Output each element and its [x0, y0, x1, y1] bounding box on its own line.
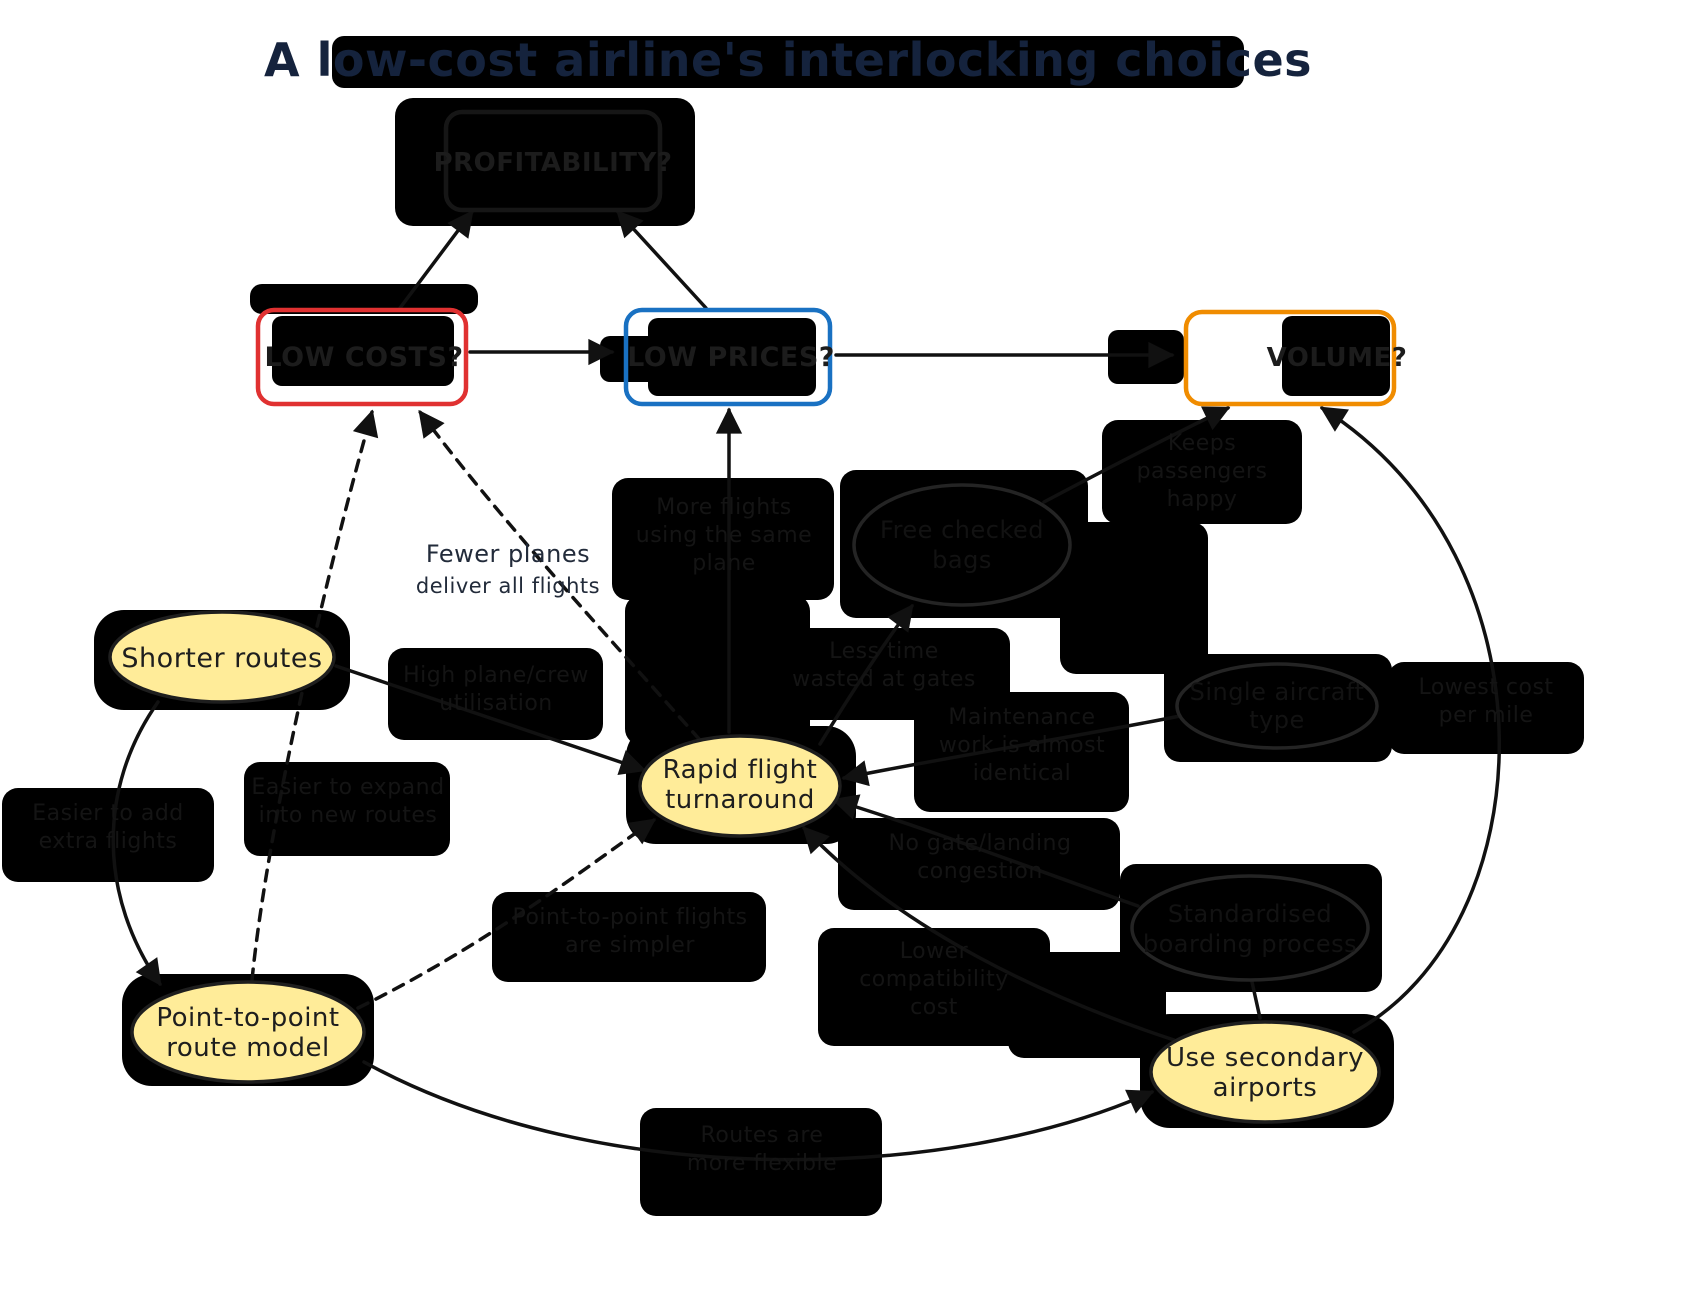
edge-turnaround-bags	[818, 603, 914, 746]
expand-label-1: Easier to expand	[251, 775, 444, 800]
edge-p2p-secondary	[362, 1060, 1155, 1162]
more-flights-label-3: plane	[692, 551, 756, 576]
expand-label-2: into new routes	[259, 803, 438, 828]
secondary-airports-label-1: Use secondary	[1166, 1043, 1364, 1073]
point-to-point-label-1: Point-to-point	[156, 1003, 339, 1033]
rapid-turnaround-label-2: turnaround	[665, 785, 815, 815]
profitability-label: PROFITABILITY?	[434, 148, 673, 178]
flexible-label-2: more flexible	[687, 1151, 837, 1176]
edge-p2p-lowcosts	[250, 409, 379, 982]
low-prices-box	[623, 307, 833, 407]
add-flights-blob	[2, 788, 214, 882]
simpler-label-1: Point-to-point flights	[512, 905, 747, 930]
volume-box	[1183, 309, 1397, 407]
standardised-boarding-label-1: Standardised	[1168, 900, 1332, 928]
arrowhead-blob-1	[600, 336, 660, 382]
low-prices-label: LOW PRICES?	[627, 342, 835, 373]
edge-lowprices-profitability	[616, 210, 708, 310]
add-flights-label-2: extra flights	[39, 829, 178, 854]
flexible-label-1: Routes are	[701, 1123, 824, 1148]
add-flights-label-1: Easier to add	[32, 801, 184, 826]
single-aircraft-label-1: Single aircraft	[1190, 678, 1365, 706]
happy-passengers-label-2: passengers	[1137, 459, 1268, 484]
more-flights-label-1: More flights	[656, 495, 792, 520]
maintenance-label-3: identical	[973, 761, 1071, 786]
lowcosts-inner-blob	[272, 316, 454, 386]
maintenance-label-1: Maintenance	[948, 705, 1095, 730]
cost-mile-blob	[1388, 662, 1584, 754]
expand-blob	[244, 762, 450, 856]
more-flights-label-2: using the same	[636, 523, 812, 548]
node-layer: PROFITABILITY? LOW COSTS? LOW PRICES? VO…	[108, 109, 1408, 1124]
right-filler-blob	[1060, 522, 1208, 674]
utilisation-label-1: High plane/crew	[403, 663, 589, 688]
low-costs-box	[255, 307, 469, 407]
free-checked-bags-label-1: Free checked	[880, 516, 1044, 544]
edge-lowcosts-profitability	[398, 209, 474, 310]
low-costs-label: LOW COSTS?	[264, 342, 463, 373]
shorter-routes-node	[108, 610, 336, 704]
congestion-label-1: No gate/landing	[889, 831, 1072, 856]
maintenance-blob	[914, 692, 1129, 812]
compatibility-label-3: cost	[910, 995, 958, 1020]
utilisation-label-2: utilisation	[439, 691, 553, 716]
edge-boarding-secondary	[1250, 980, 1262, 1020]
flexible-blob	[640, 1108, 882, 1216]
maintenance-label-2: work is almost	[939, 733, 1105, 758]
lowprices-inner-blob	[648, 318, 816, 396]
compatibility-label-2: compatibility	[859, 967, 1009, 992]
fewer-planes-label-2: deliver all flights	[416, 574, 600, 598]
page-title: A low-cost airline's interlocking choice…	[264, 33, 1312, 87]
arrowhead-blob-2	[1108, 330, 1184, 384]
title-blob	[332, 36, 1244, 88]
standardised-boarding-node	[1130, 874, 1370, 982]
cost-mile-label-2: per mile	[1439, 703, 1534, 728]
free-checked-bags-label-2: bags	[932, 546, 992, 574]
more-flights-blob	[612, 478, 834, 600]
happy-passengers-label-3: happy	[1167, 487, 1238, 512]
volume-label: VOLUME?	[1267, 343, 1408, 373]
rapid-turnaround-node	[638, 734, 842, 838]
congestion-label-2: congestion	[917, 859, 1043, 884]
point-to-point-label-2: route model	[166, 1033, 329, 1063]
single-aircraft-label-2: type	[1249, 706, 1305, 734]
edge-p2p-turnaround	[356, 818, 657, 1010]
compatibility-blob	[818, 928, 1050, 1046]
edge-aircraft-turnaround	[841, 714, 1182, 787]
point-to-point-node	[130, 980, 366, 1084]
congestion-blob	[838, 818, 1120, 910]
gate-time-label-2: wasted at gates	[792, 667, 976, 692]
rapid-turnaround-label-1: Rapid flight	[663, 755, 818, 785]
secondary-airports-label-2: airports	[1213, 1073, 1318, 1103]
single-aircraft-node	[1175, 662, 1379, 750]
cost-mile-label-1: Lowest cost	[1418, 675, 1553, 700]
free-checked-bags-node	[852, 483, 1072, 607]
secondary-airports-node	[1149, 1020, 1381, 1124]
edge-label-layer: Fewer planes deliver all flights More fl…	[32, 431, 1553, 1176]
edge-shorter-turnaround	[334, 664, 647, 775]
volume-inner-blob	[1282, 316, 1390, 396]
edge-secondary-turnaround	[802, 826, 1176, 1042]
compatibility-label-1: Lower	[900, 939, 969, 964]
lower-filler-blob	[1008, 952, 1166, 1058]
edge-layer	[111, 209, 1501, 1162]
simpler-blob	[492, 892, 766, 982]
edge-secondary-volume	[1319, 406, 1501, 1034]
gate-time-label-1: Less time	[829, 639, 939, 664]
edge-boarding-turnaround	[831, 794, 1140, 908]
shorter-routes-label: Shorter routes	[121, 643, 322, 674]
edge-bags-volume	[1042, 406, 1231, 504]
lowcosts-top-blob	[250, 284, 478, 314]
profitability-box	[443, 109, 663, 213]
happy-passengers-label-1: Keeps	[1168, 431, 1236, 456]
fewer-planes-label-1: Fewer planes	[426, 540, 590, 568]
edge-turnaround-lowcosts	[418, 409, 702, 742]
utilisation-blob	[388, 648, 603, 740]
standardised-boarding-label-2: boarding process	[1143, 930, 1357, 958]
edge-shorter-p2p	[111, 700, 162, 987]
simpler-label-2: are simpler	[565, 933, 695, 958]
